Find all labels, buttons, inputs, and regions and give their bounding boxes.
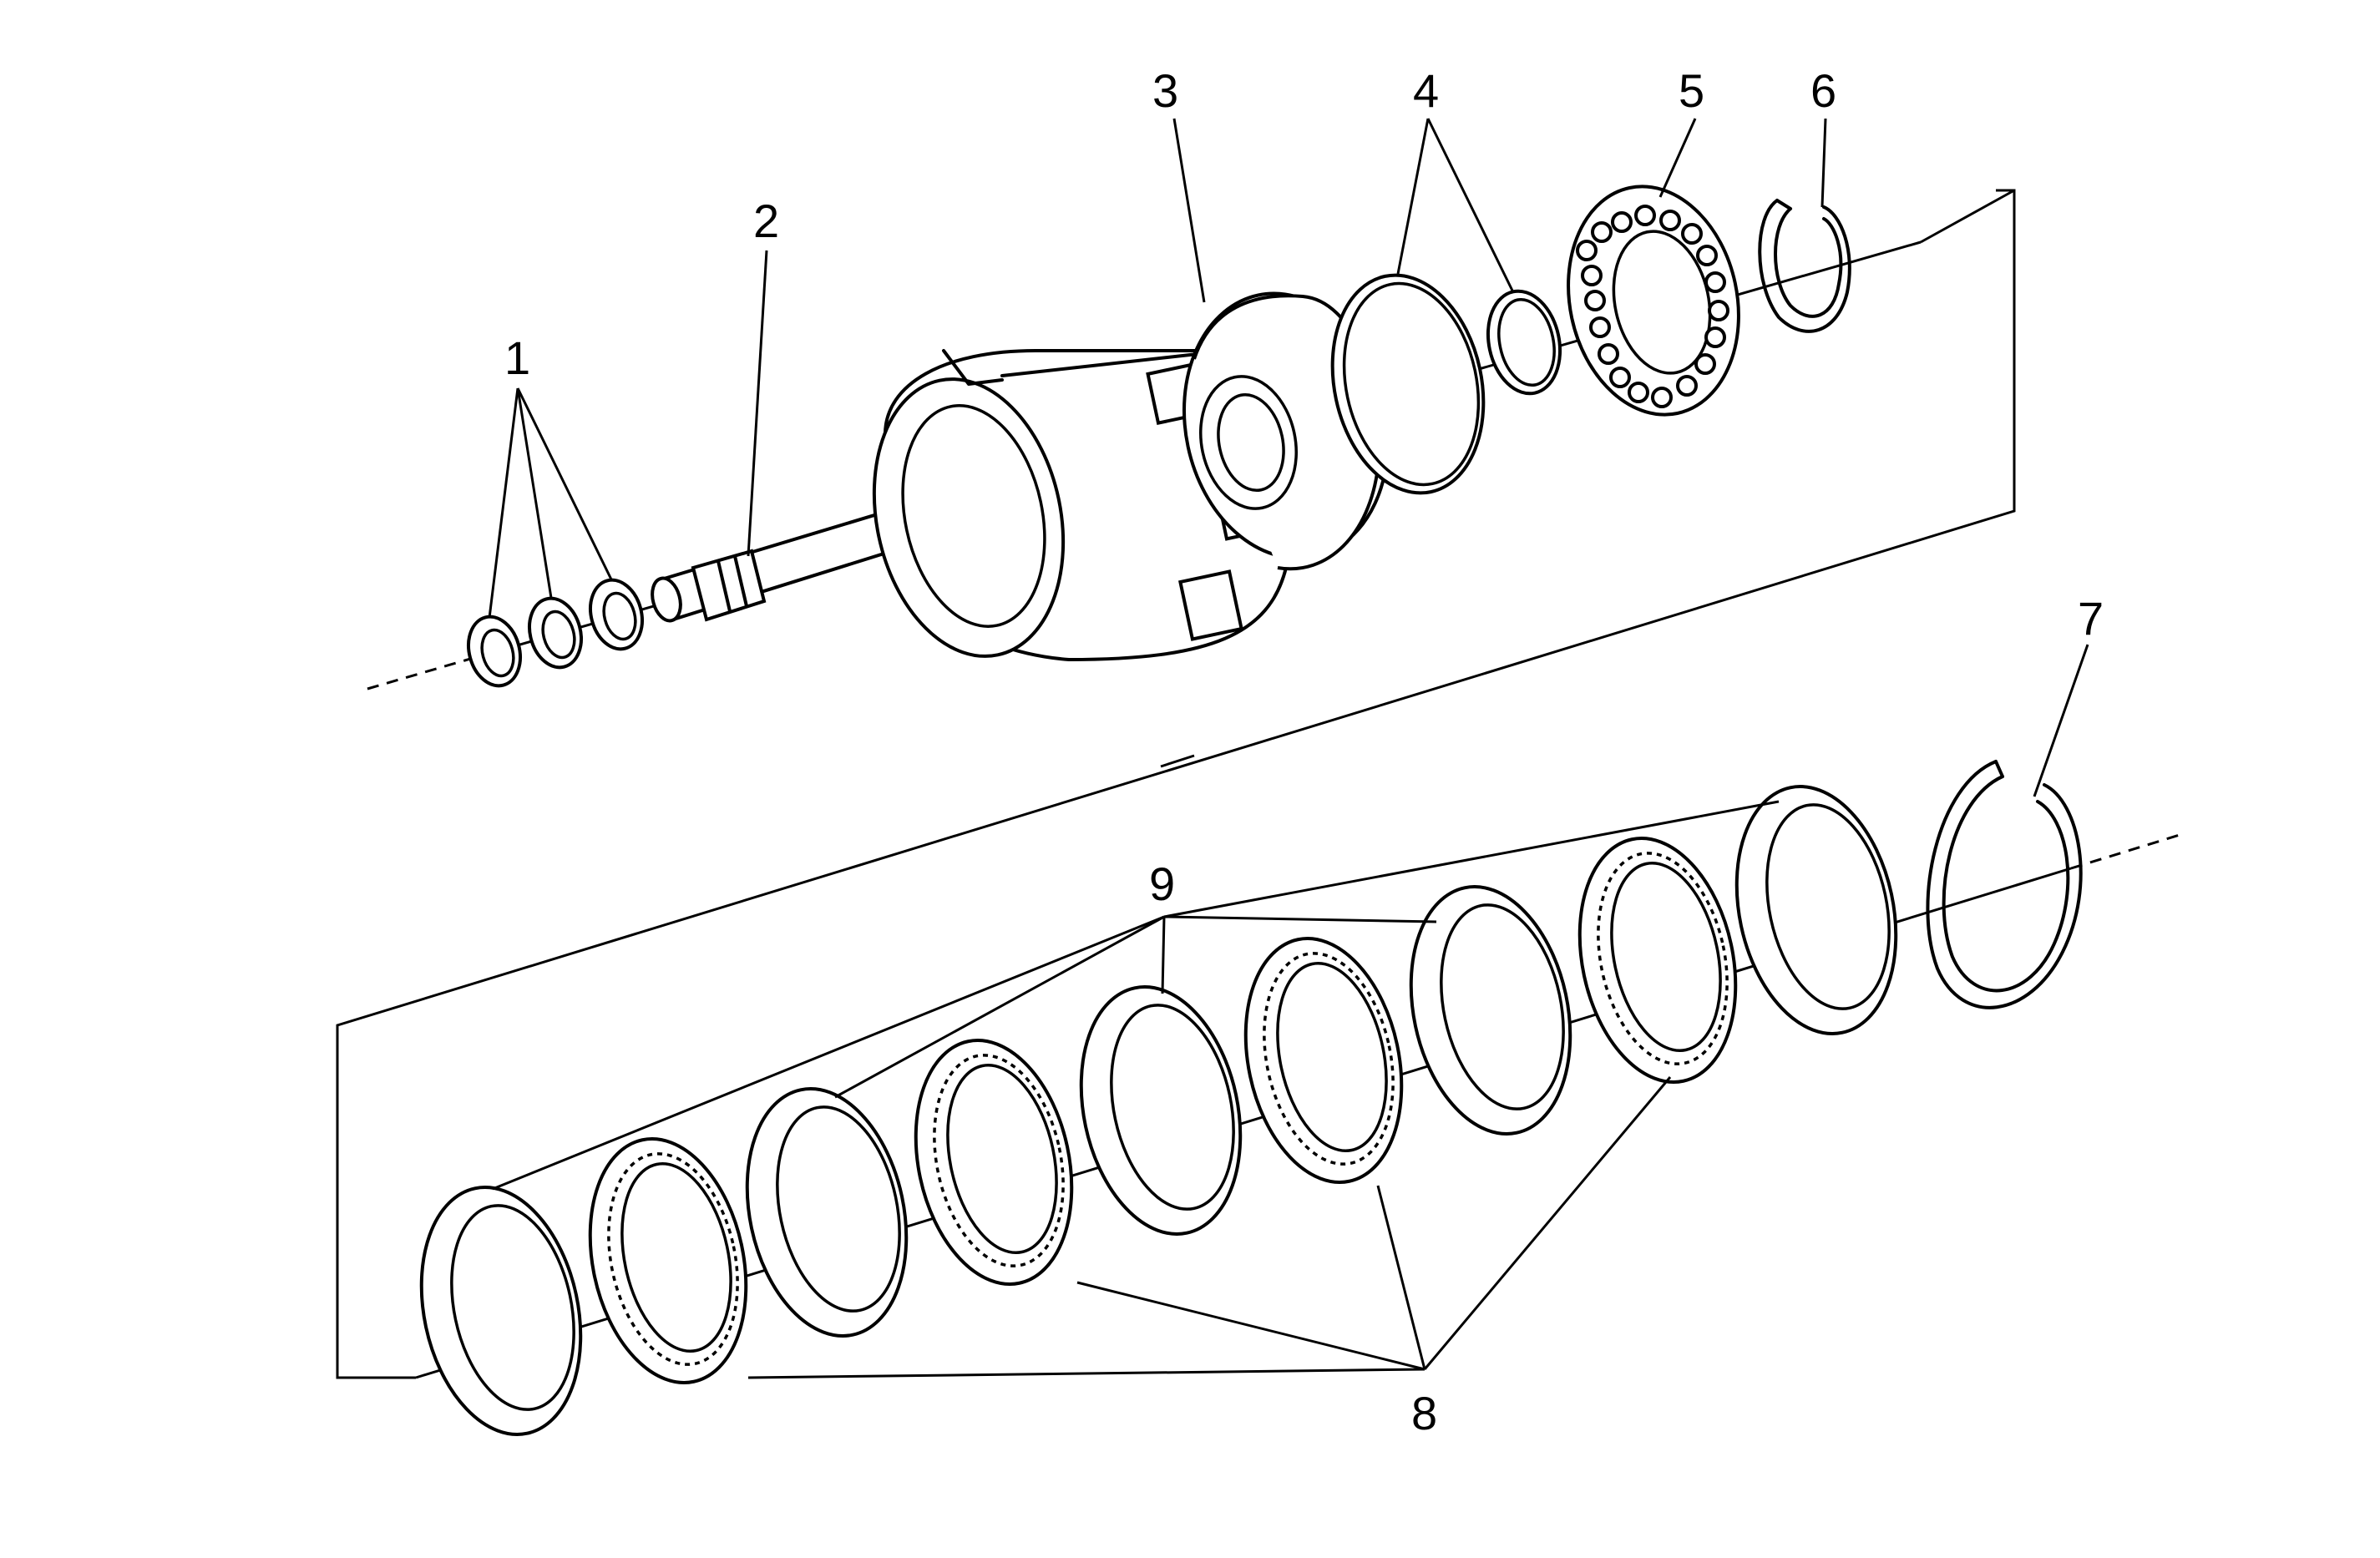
friction-plate-4 — [1577, 837, 1738, 1084]
steel-plate-4 — [1409, 885, 1572, 1136]
seal-ring-1 — [467, 615, 522, 688]
friction-plate-1 — [588, 1137, 748, 1384]
callout-4: 4 — [1413, 64, 1439, 117]
snap-ring-upper — [1758, 199, 1851, 333]
steel-plate-3 — [1079, 985, 1243, 1236]
return-springs — [1576, 205, 1729, 408]
clutch-pack — [419, 785, 1898, 1436]
frame-lines — [336, 189, 2016, 1379]
spring-assembly — [1567, 185, 1740, 417]
callout-9: 9 — [1149, 857, 1175, 910]
snap-ring-lower — [1926, 760, 2083, 1009]
seal-rings — [467, 578, 644, 688]
leader-lines — [488, 118, 2089, 1379]
callout-1: 1 — [504, 331, 530, 384]
piston-seals — [1330, 273, 1562, 495]
callout-6: 6 — [1810, 64, 1836, 117]
callout-2: 2 — [753, 195, 779, 247]
seal-ring-2 — [528, 596, 583, 670]
steel-plate-5 — [1734, 785, 1898, 1035]
outer-piston-seal — [1330, 273, 1486, 495]
steel-plate-1 — [419, 1186, 583, 1436]
callout-3: 3 — [1152, 64, 1178, 117]
callout-labels: 1 2 3 4 5 6 7 8 9 — [504, 64, 2104, 1439]
steel-plate-2 — [745, 1087, 909, 1338]
friction-plate-3 — [1243, 937, 1404, 1184]
callout-5: 5 — [1679, 64, 1704, 117]
seal-ring-3 — [589, 578, 644, 651]
inner-piston-seal — [1486, 289, 1562, 396]
callout-8: 8 — [1411, 1387, 1437, 1439]
callout-7: 7 — [2078, 592, 2104, 645]
friction-plate-2 — [914, 1039, 1074, 1286]
